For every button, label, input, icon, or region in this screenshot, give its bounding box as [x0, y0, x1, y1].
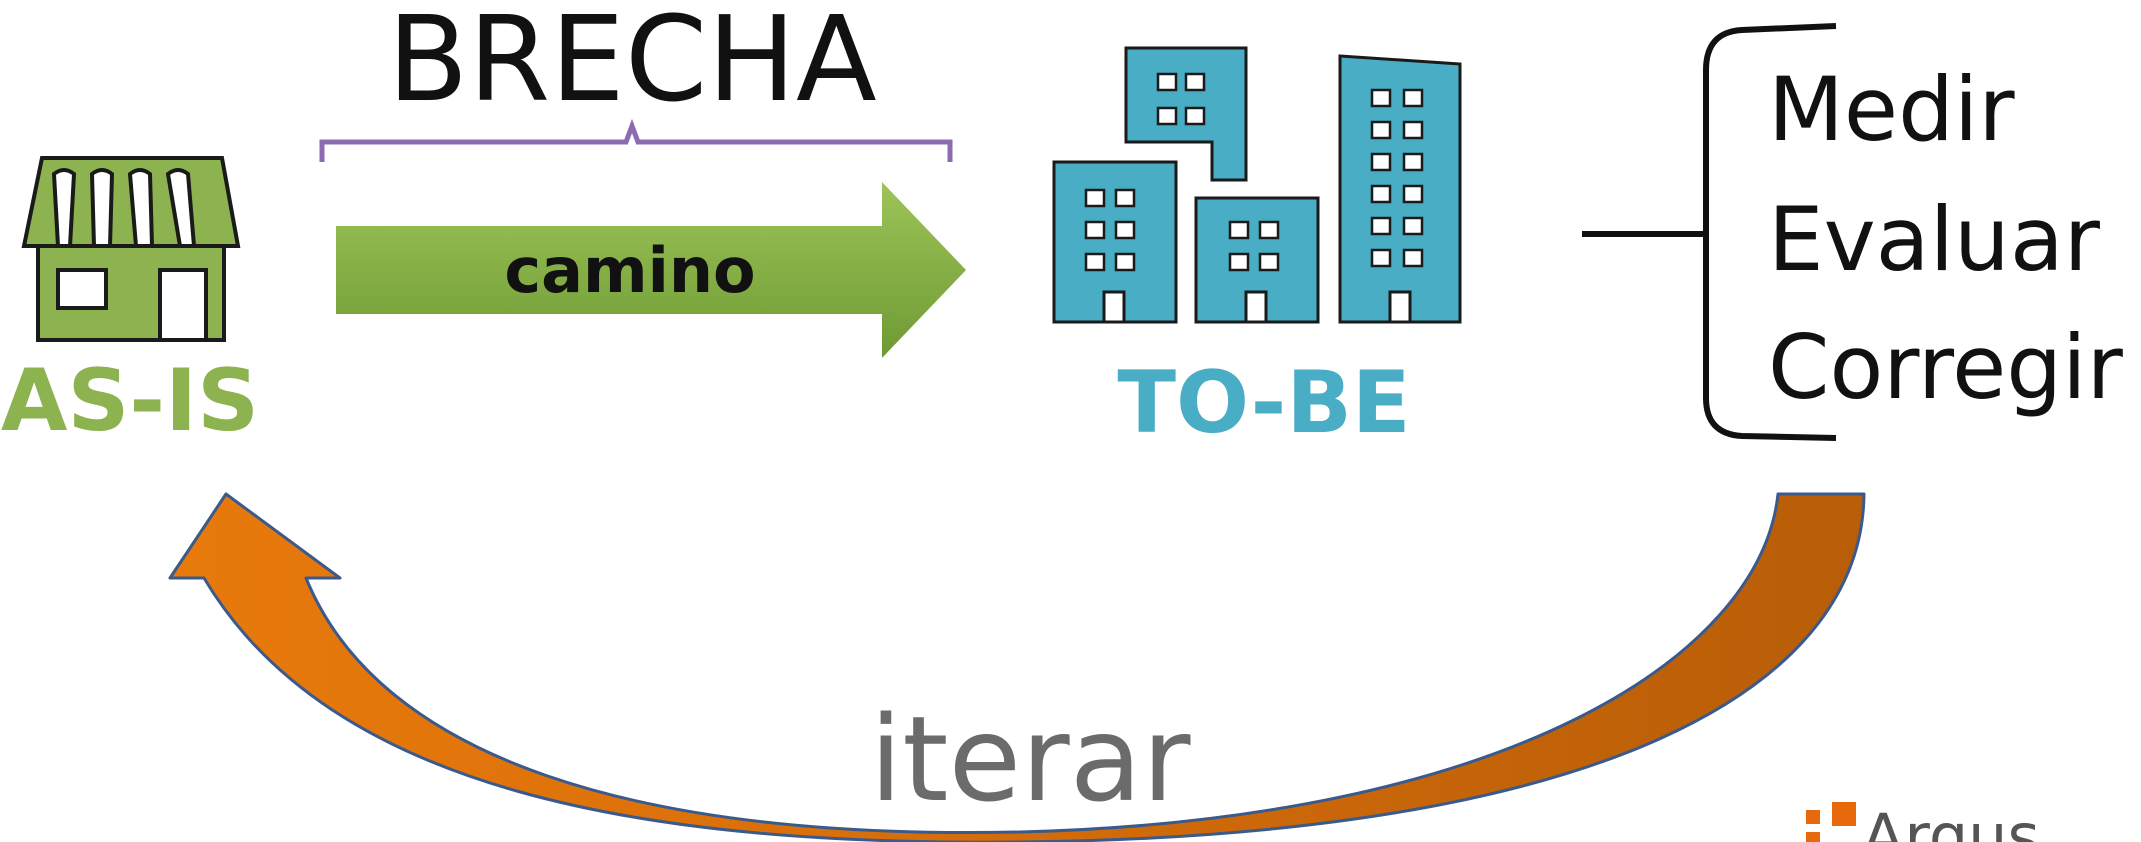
to-be-label: TO-BE	[1117, 353, 1410, 453]
buildings-icon	[1052, 46, 1462, 324]
logo-text: Argus	[1862, 800, 2040, 842]
step-corregir: Corregir	[1768, 316, 2124, 419]
building-windows	[1084, 72, 1424, 272]
gap-label: BRECHA	[387, 0, 876, 128]
path-label: camino	[504, 234, 755, 307]
logo-icon: Argus	[1806, 800, 2040, 842]
loop-arrow	[168, 492, 1866, 842]
steps-bracket	[1703, 23, 1837, 441]
loop-label: iterar	[870, 690, 1191, 828]
step-evaluar: Evaluar	[1768, 188, 2101, 291]
store-icon	[21, 156, 241, 342]
as-is-label: AS-IS	[1, 351, 259, 451]
step-medir: Medir	[1768, 58, 2015, 161]
path-arrow	[336, 182, 966, 358]
gap-brace	[319, 118, 953, 162]
